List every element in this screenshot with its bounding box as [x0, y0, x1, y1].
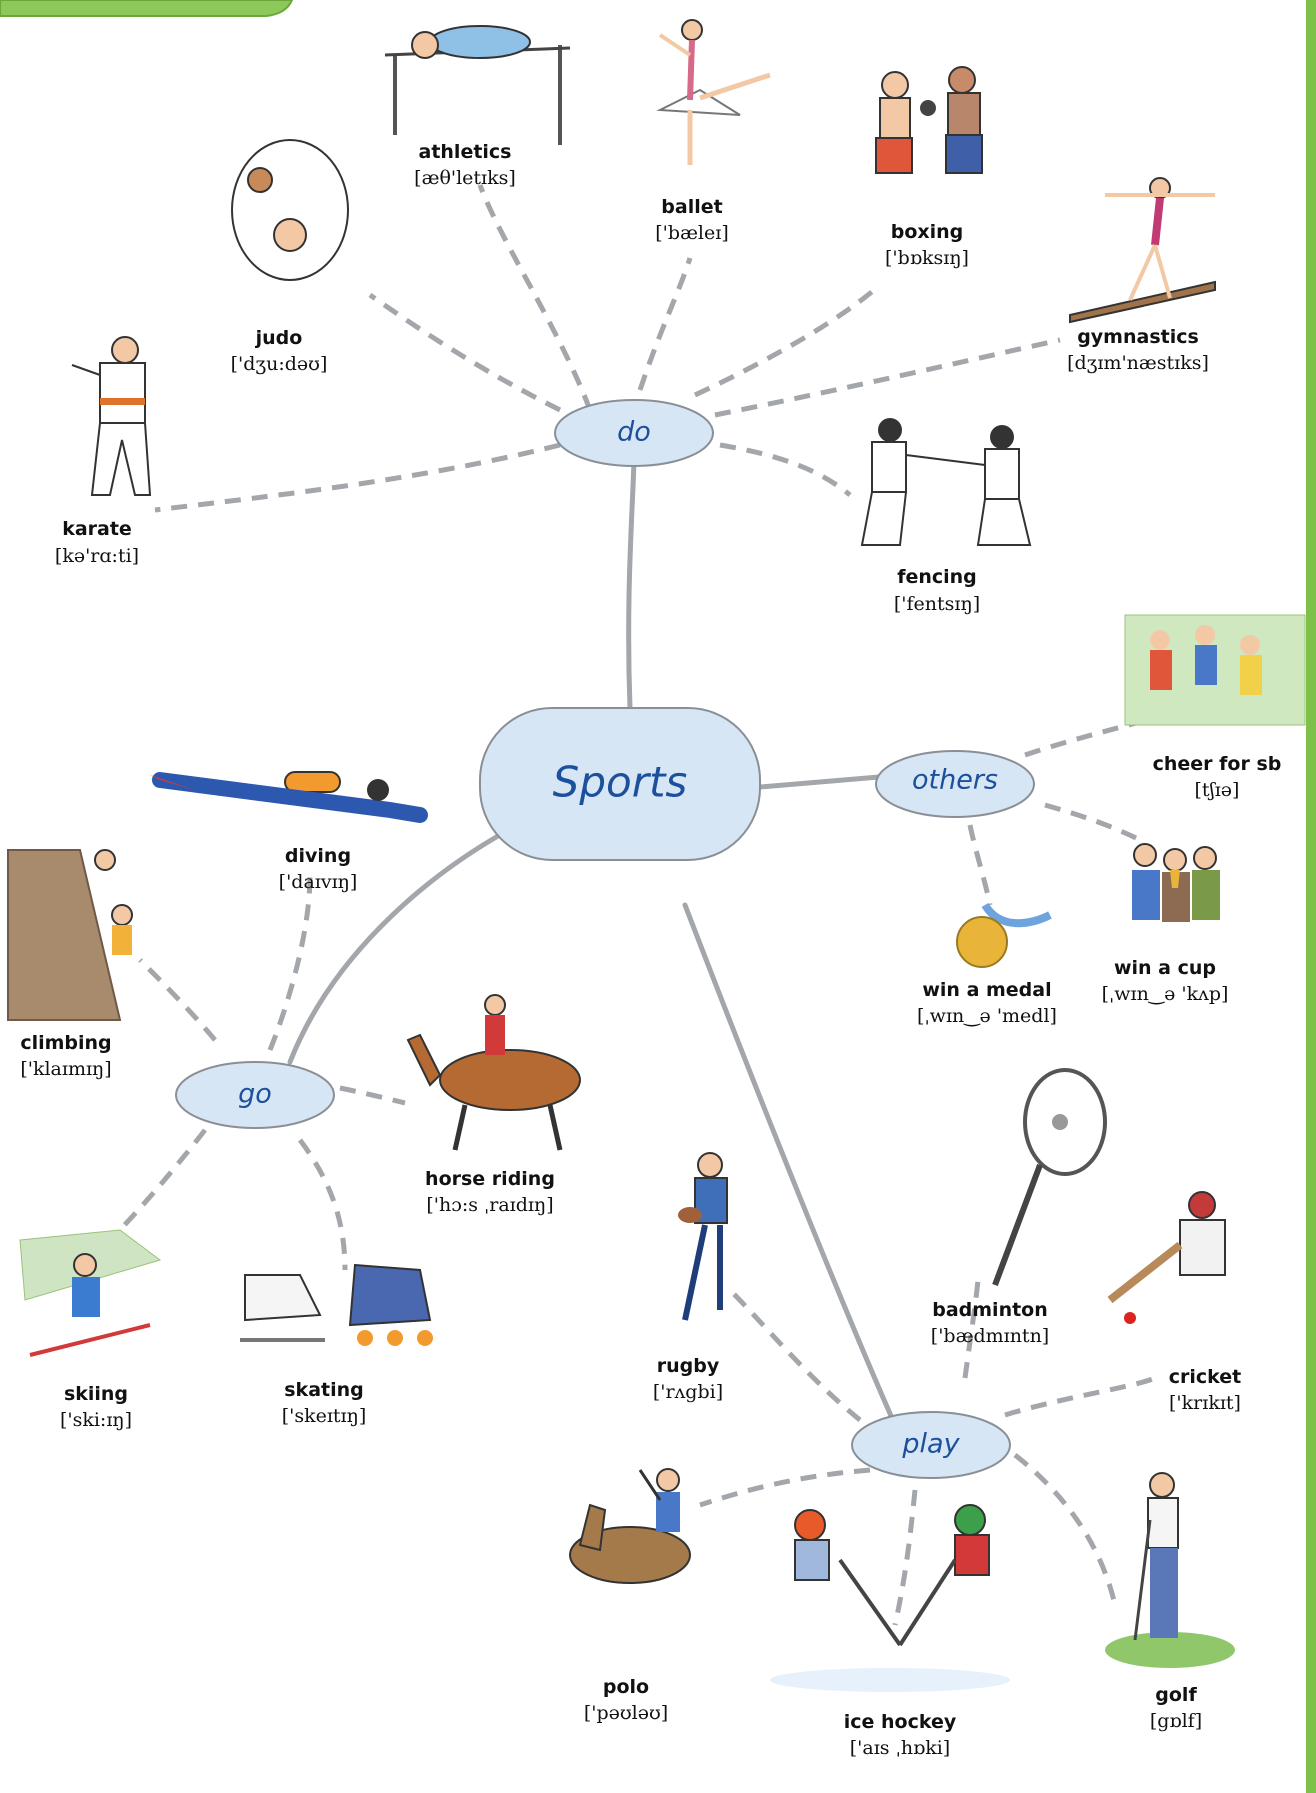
ipa-judo: ['dʒu:dəʊ] — [231, 353, 328, 375]
hub-label-go: go — [238, 1079, 272, 1110]
label-ballet: ballet ['bæleɪ] — [655, 196, 728, 244]
word-skiing: skiing — [64, 1383, 128, 1405]
hub-node-play: play — [851, 1411, 1011, 1479]
word-athletics: athletics — [419, 141, 512, 163]
label-cricket: cricket ['krɪkɪt] — [1169, 1366, 1242, 1414]
label-skiing: skiing ['ski:ɪŋ] — [60, 1383, 132, 1431]
golf-illustration — [1105, 1472, 1235, 1668]
word-karate: karate — [62, 518, 132, 540]
word-fencing: fencing — [897, 566, 977, 588]
hub-node-others: others — [875, 750, 1035, 818]
word-polo: polo — [603, 1676, 649, 1698]
ipa-polo: ['pəʊləʊ] — [584, 1702, 668, 1724]
ipa-badminton: ['bædmɪntn] — [931, 1325, 1049, 1347]
ballet-illustration — [656, 19, 771, 165]
label-icehockey: ice hockey ['aɪs ˌhɒki] — [844, 1711, 957, 1759]
ipa-ballet: ['bæleɪ] — [655, 222, 728, 244]
ipa-athletics: [æθ'letɪks] — [414, 167, 516, 189]
medal-illustration — [956, 902, 1052, 968]
diving-illustration — [150, 771, 428, 823]
gymnastics-illustration — [1069, 177, 1216, 324]
ipa-skating: ['skeɪtɪŋ] — [282, 1405, 367, 1427]
cheer-illustration — [1124, 614, 1306, 726]
label-golf: golf [gɒlf] — [1150, 1684, 1202, 1732]
ipa-cheer: [tʃɪə] — [1195, 779, 1240, 801]
label-karate: karate [kə'rɑ:ti] — [55, 518, 139, 567]
ipa-golf: [gɒlf] — [1150, 1710, 1202, 1732]
judo-illustration — [231, 139, 349, 281]
karate-illustration — [71, 336, 152, 496]
hub-node-go: go — [175, 1061, 335, 1129]
word-cup: win a cup — [1114, 957, 1216, 979]
hub-node-do: do — [554, 399, 714, 467]
ipa-cup: [ˌwɪn‿ə 'kʌp] — [1102, 983, 1229, 1005]
badminton-illustration — [992, 1068, 1107, 1287]
ipa-climbing: ['klaɪmɪŋ] — [20, 1058, 111, 1080]
cricket-illustration — [1107, 1191, 1226, 1324]
word-judo: judo — [255, 327, 303, 349]
hub-label-do: do — [617, 417, 651, 448]
label-boxing: boxing ['bɒksɪŋ] — [885, 221, 969, 269]
word-gymnastics: gymnastics — [1077, 326, 1199, 348]
word-rugby: rugby — [657, 1355, 720, 1377]
word-diving: diving — [285, 845, 351, 867]
horse-illustration — [406, 994, 581, 1151]
word-icehockey: ice hockey — [844, 1711, 957, 1733]
ipa-medal: [ˌwɪn‿ə 'medl] — [917, 1005, 1057, 1027]
skating-illustration — [240, 1263, 433, 1346]
word-climbing: climbing — [20, 1032, 111, 1054]
polo-illustration — [569, 1468, 691, 1584]
ipa-horse: ['hɔ:s ˌraɪdɪŋ] — [426, 1194, 553, 1216]
solid-connectors — [287, 459, 898, 1428]
athletics-illustration — [384, 25, 571, 145]
label-rugby: rugby ['rʌgbi] — [653, 1355, 723, 1403]
word-ballet: ballet — [661, 196, 722, 218]
word-horse: horse riding — [425, 1168, 555, 1190]
label-horse: horse riding ['hɔ:s ˌraɪdɪŋ] — [425, 1168, 555, 1216]
word-skating: skating — [284, 1379, 364, 1401]
ipa-karate: [kə'rɑ:ti] — [55, 545, 139, 567]
word-medal: win a medal — [922, 979, 1051, 1001]
word-golf: golf — [1155, 1684, 1197, 1706]
climbing-illustration — [7, 849, 133, 1021]
rugby-illustration — [678, 1152, 728, 1321]
label-judo: judo ['dʒu:dəʊ] — [231, 327, 328, 375]
label-fencing: fencing ['fentsɪŋ] — [894, 566, 980, 615]
word-badminton: badminton — [932, 1299, 1048, 1321]
dashed-connectors — [108, 184, 1162, 1626]
center-node-sports: Sports — [479, 707, 761, 861]
word-boxing: boxing — [891, 221, 964, 243]
boxing-illustration — [875, 66, 983, 174]
ipa-gymnastics: [dʒɪm'næstɪks] — [1067, 352, 1209, 374]
hub-label-play: play — [901, 1429, 960, 1460]
label-gymnastics: gymnastics [dʒɪm'næstɪks] — [1067, 326, 1209, 374]
ipa-diving: ['daɪvɪŋ] — [279, 871, 358, 893]
ipa-skiing: ['ski:ɪŋ] — [60, 1409, 132, 1431]
word-cricket: cricket — [1169, 1366, 1242, 1388]
label-cup: win a cup [ˌwɪn‿ə 'kʌp] — [1102, 957, 1229, 1005]
ipa-icehockey: ['aɪs ˌhɒki] — [850, 1737, 950, 1759]
center-label: Sports — [553, 758, 688, 807]
ipa-rugby: ['rʌgbi] — [653, 1381, 723, 1403]
skiing-illustration — [19, 1229, 162, 1357]
icehockey-illustration — [770, 1504, 1010, 1692]
label-polo: polo ['pəʊləʊ] — [584, 1676, 668, 1724]
label-badminton: badminton ['bædmɪntn] — [931, 1299, 1049, 1347]
label-athletics: athletics [æθ'letɪks] — [414, 141, 516, 189]
ipa-cricket: ['krɪkɪt] — [1169, 1392, 1241, 1414]
label-climbing: climbing ['klaɪmɪŋ] — [20, 1032, 111, 1080]
label-cheer: cheer for sb [tʃɪə] — [1153, 753, 1282, 801]
label-medal: win a medal [ˌwɪn‿ə 'medl] — [917, 979, 1057, 1027]
cup-illustration — [1132, 843, 1220, 922]
hub-label-others: others — [912, 765, 998, 796]
fencing-illustration — [860, 418, 1032, 546]
label-diving: diving ['daɪvɪŋ] — [279, 845, 358, 893]
ipa-boxing: ['bɒksɪŋ] — [885, 247, 969, 269]
ipa-fencing: ['fentsɪŋ] — [894, 593, 980, 615]
label-skating: skating ['skeɪtɪŋ] — [282, 1379, 367, 1427]
word-cheer: cheer for sb — [1153, 753, 1282, 775]
